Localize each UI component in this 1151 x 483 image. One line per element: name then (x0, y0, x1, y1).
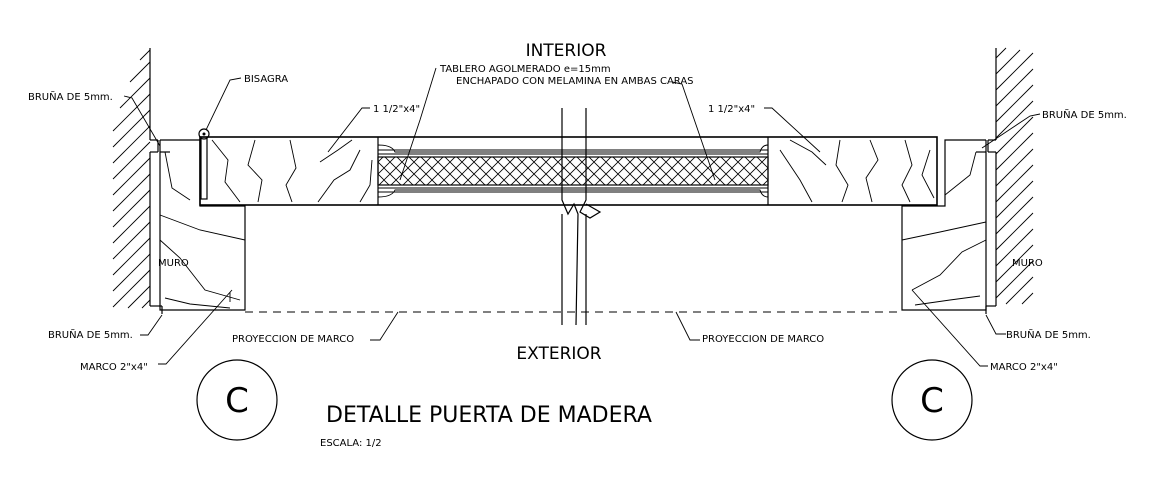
section-label-left: C (225, 381, 249, 421)
section-label-right: C (920, 381, 944, 421)
label-tablero: TABLERO AGOLMERADO e=15mm (439, 64, 611, 75)
label-proyeccion-right: PROYECCION DE MARCO (702, 334, 824, 345)
left-wall (112, 48, 163, 314)
label-bisagra: BISAGRA (244, 74, 288, 85)
label-exterior: EXTERIOR (516, 344, 601, 364)
label-muro-left: MURO (158, 258, 189, 269)
label-lumber-right: 1 1/2"x4" (708, 104, 755, 115)
leader-lines (123, 67, 1041, 367)
drawing-title: DETALLE PUERTA DE MADERA (326, 403, 652, 428)
label-bruna-top-right: BRUÑA DE 5mm. (1042, 108, 1127, 121)
label-interior: INTERIOR (526, 41, 607, 61)
label-muro-right: MURO (1012, 258, 1043, 269)
left-frame (159, 139, 246, 311)
door-leaf (199, 136, 938, 206)
right-wall (985, 47, 1034, 314)
hinge (198, 128, 210, 200)
label-marco-right: MARCO 2"x4" (990, 362, 1058, 373)
section-marker-left: C (196, 359, 278, 441)
label-bruna-bottom-right: BRUÑA DE 5mm. (1006, 328, 1091, 341)
label-proyeccion-left: PROYECCION DE MARCO (232, 334, 354, 345)
break-line (561, 108, 602, 326)
label-enchapado: ENCHAPADO CON MELAMINA EN AMBAS CARAS (456, 76, 694, 87)
label-marco-left: MARCO 2"x4" (80, 362, 148, 373)
label-bruna-top-left: BRUÑA DE 5mm. (28, 90, 113, 103)
label-lumber-left: 1 1/2"x4" (373, 104, 420, 115)
particleboard-panel (377, 156, 769, 186)
drawing-scale: ESCALA: 1/2 (320, 438, 382, 449)
label-bruna-bottom-left: BRUÑA DE 5mm. (48, 328, 133, 341)
section-marker-right: C (891, 359, 973, 441)
right-frame (901, 139, 987, 311)
